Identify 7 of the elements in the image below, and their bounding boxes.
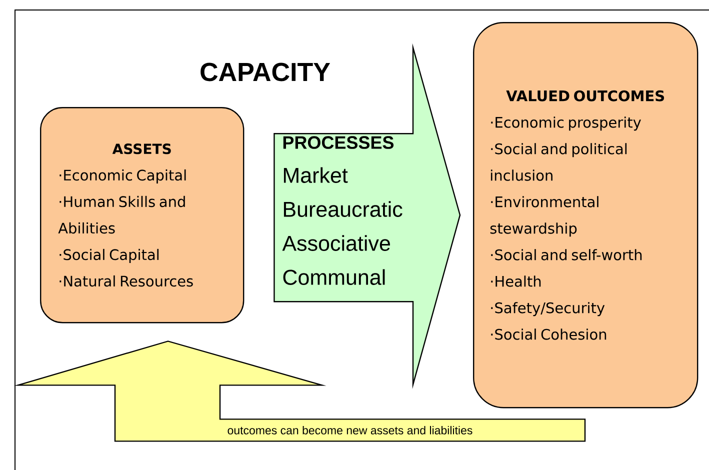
process-list: PROCESSES Market Bureaucratic Associative Communal bbox=[282, 136, 402, 285]
title: CAPACITY bbox=[200, 62, 330, 82]
edge-label: outcomes can become new assets and liabilities bbox=[226, 424, 474, 436]
feedback-arrow bbox=[14, 340, 586, 442]
assets-box: ASSETS ·Economic Capital ·Human Skills and Abilities ·Social Capital ·Natural Resources bbox=[40, 107, 244, 324]
chevron-arrow bbox=[274, 43, 461, 389]
outcomes-box: VALUED OUTCOMES ·Economic prosperity ·Social and political inclusion ·Environmental stewardship ·Social and self-worth ·Health ·Safety/Security ·Social Cohesion bbox=[473, 22, 698, 408]
